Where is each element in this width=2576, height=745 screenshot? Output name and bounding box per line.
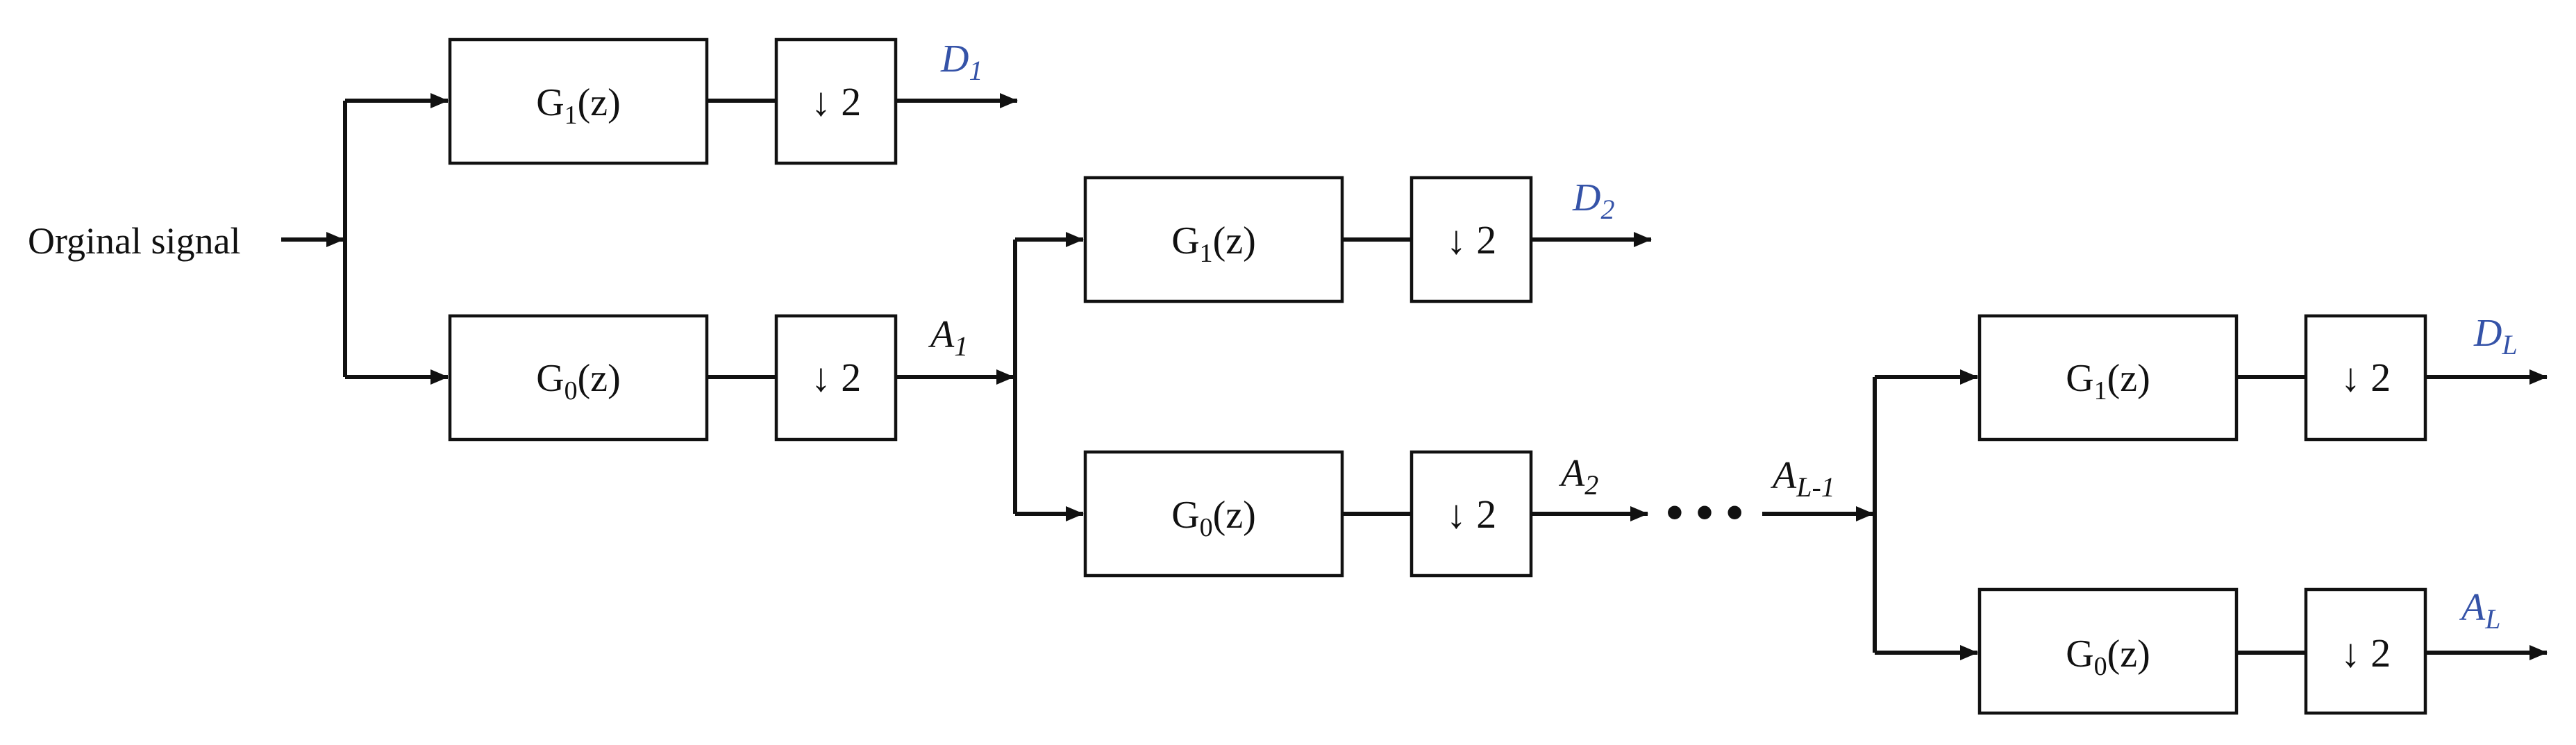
level1-lowpass-downsampler-label: ↓ 2 <box>811 355 862 400</box>
level2-highpass-label: G1(z) <box>1171 219 1256 268</box>
level1-lowpass-downsampler <box>774 314 898 442</box>
level2-lowpass-downsampler <box>1410 450 1533 578</box>
levelL-lowpass-downsampler-label: ↓ 2 <box>2341 630 2391 676</box>
continuation-dots: • • • <box>1666 485 1743 540</box>
level2-highpass-filter <box>1083 176 1344 303</box>
aL-output-label: AL <box>2459 586 2500 635</box>
a1-label: A1 <box>928 313 968 362</box>
levelL-highpass-label: G1(z) <box>2066 357 2150 405</box>
level1-highpass-label: G1(z) <box>536 81 621 130</box>
level2-lowpass-label: G0(z) <box>1171 494 1256 542</box>
level1-lowpass-label: G0(z) <box>536 357 621 405</box>
level2-highpass-downsampler-label: ↓ 2 <box>1446 217 1497 262</box>
a2-label: A2 <box>1558 452 1598 501</box>
levelL-highpass-filter <box>1977 314 2239 442</box>
level1-highpass-downsampler <box>774 37 898 165</box>
level1-highpass-downsampler-label: ↓ 2 <box>811 79 862 124</box>
level2-lowpass-filter <box>1083 450 1344 578</box>
dL-output-label: DL <box>2473 312 2518 360</box>
levelL-highpass-downsampler-label: ↓ 2 <box>2341 355 2391 400</box>
level1-highpass-filter <box>448 37 709 165</box>
levelL-lowpass-filter <box>1977 587 2239 715</box>
d2-output-label: D2 <box>1572 176 1614 225</box>
d1-output-label: D1 <box>940 37 982 86</box>
level2-lowpass-downsampler-label: ↓ 2 <box>1446 492 1497 537</box>
levelL-lowpass-label: G0(z) <box>2066 633 2150 681</box>
levelL-highpass-downsampler <box>2304 314 2427 442</box>
input-signal-label: Orginal signal <box>28 220 240 262</box>
al-1-label: AL-1 <box>1770 454 1835 503</box>
level2-highpass-downsampler <box>1410 176 1533 303</box>
levelL-lowpass-downsampler <box>2304 587 2427 715</box>
